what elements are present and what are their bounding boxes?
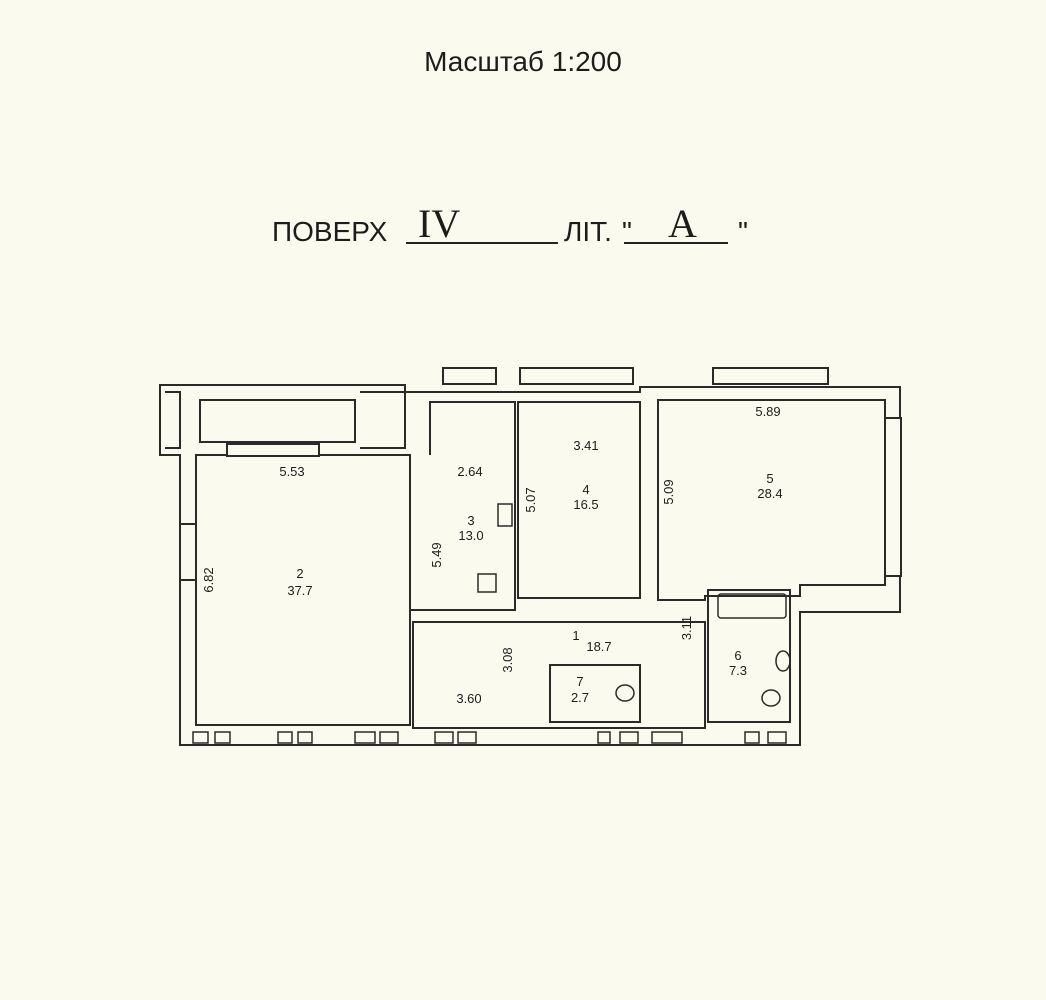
dimension-label: 5.49 xyxy=(429,542,444,567)
room-4-outline xyxy=(517,401,641,599)
wall-niche xyxy=(744,731,760,744)
sink xyxy=(761,689,781,707)
wall-niche xyxy=(297,731,313,744)
stove-icon xyxy=(497,503,513,527)
room-6-outline xyxy=(707,589,791,723)
bathtub xyxy=(717,593,787,619)
dimension-label: 3.08 xyxy=(500,647,515,672)
room-2-area: 37.7 xyxy=(287,583,312,598)
wall-niche xyxy=(651,731,683,744)
dimension-label: 3.11 xyxy=(679,616,694,640)
dimension-label: 3.41 xyxy=(573,438,598,453)
room-7-outline xyxy=(549,664,641,723)
wall-niche xyxy=(619,731,639,744)
wall-niche xyxy=(214,731,231,744)
room-3-area: 13.0 xyxy=(458,528,483,543)
window-1 xyxy=(442,367,497,385)
window-3 xyxy=(712,367,829,385)
wall-niche xyxy=(354,731,376,744)
scale-label: Масштаб 1:200 xyxy=(424,46,622,77)
window-4 xyxy=(884,417,902,577)
wall-niche xyxy=(434,731,454,744)
balcony-wall-right xyxy=(360,391,406,449)
window-2 xyxy=(519,367,634,385)
dimension-label: 5.53 xyxy=(279,464,304,479)
room-3-number: 3 xyxy=(467,513,474,528)
room-6-area: 7.3 xyxy=(729,663,747,678)
wall-niche xyxy=(192,731,209,744)
wall-niche xyxy=(767,731,787,744)
lit-quote-open: " xyxy=(622,216,632,247)
room-2-number: 2 xyxy=(296,566,303,581)
sink-icon xyxy=(477,573,497,593)
dimension-label: 2.64 xyxy=(457,464,482,479)
balcony-door xyxy=(226,443,320,457)
room-5-number: 5 xyxy=(766,471,773,486)
wall-niche xyxy=(597,731,611,744)
window-5 xyxy=(179,523,197,581)
dimension-label: 5.09 xyxy=(661,479,676,504)
lit-underline xyxy=(624,242,728,244)
room-3-outline xyxy=(409,401,516,611)
floor-underline xyxy=(406,242,558,244)
room-1-area: 18.7 xyxy=(586,639,611,654)
floor-value: IV xyxy=(418,201,461,246)
room-7-area: 2.7 xyxy=(571,690,589,705)
toilet xyxy=(775,650,791,672)
toilet xyxy=(615,684,635,702)
room-2-outline xyxy=(195,454,411,726)
room-1-outline xyxy=(412,621,706,729)
wall-niche xyxy=(277,731,293,744)
dimension-label: 5.89 xyxy=(755,404,780,419)
room-5-area: 28.4 xyxy=(757,486,782,501)
room-4-number: 4 xyxy=(582,482,589,497)
room-7-number: 7 xyxy=(576,674,583,689)
wall-niche xyxy=(379,731,399,744)
lit-value: A xyxy=(668,201,697,246)
dimension-label: 3.60 xyxy=(456,691,481,706)
dimension-label: 6.82 xyxy=(201,567,216,592)
lit-quote-close: " xyxy=(738,216,748,247)
lit-label: ЛІТ. xyxy=(564,216,612,247)
room-6-number: 6 xyxy=(734,648,741,663)
dimension-label: 5.07 xyxy=(523,487,538,512)
balcony-wall-left xyxy=(165,391,181,449)
room-1-number: 1 xyxy=(572,628,579,643)
floor-label: ПОВЕРХ xyxy=(272,216,388,247)
balcony xyxy=(199,399,356,443)
wall-niche xyxy=(457,731,477,744)
room-4-area: 16.5 xyxy=(573,497,598,512)
